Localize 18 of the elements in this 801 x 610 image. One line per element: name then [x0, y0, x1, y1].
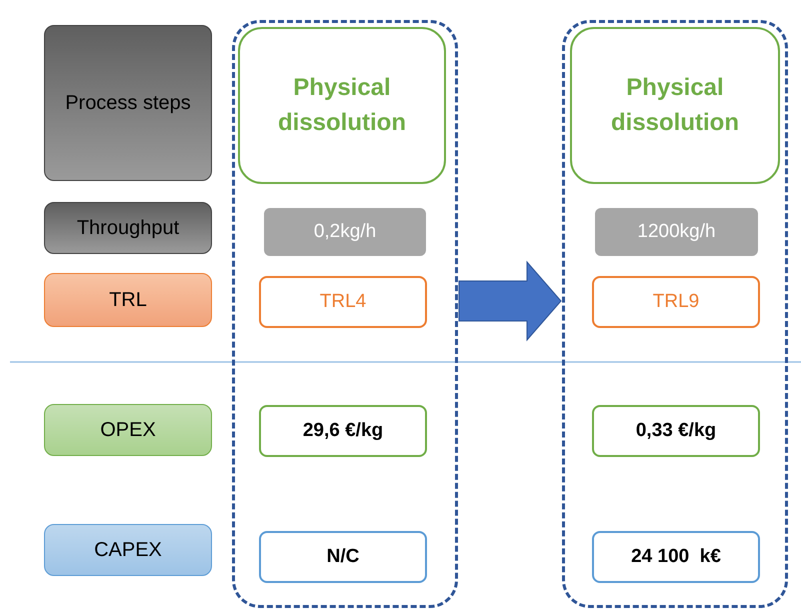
process-box: Physical dissolution: [238, 27, 446, 184]
row-header: CAPEX: [44, 524, 212, 576]
dashed-column-frame: [232, 20, 458, 608]
value-box: 1200kg/h: [595, 208, 758, 256]
value-box: TRL4: [259, 276, 427, 328]
row-header: Process steps: [44, 25, 212, 181]
value-box: 24 100 k€: [592, 531, 760, 583]
row-header: OPEX: [44, 404, 212, 456]
value-box: TRL9: [592, 276, 760, 328]
value-box: 0,2kg/h: [264, 208, 426, 256]
dashed-column-frame: [562, 20, 788, 608]
value-box: 29,6 €/kg: [259, 405, 427, 457]
value-box: 0,33 €/kg: [592, 405, 760, 457]
block-arrow: [458, 260, 562, 342]
row-header: Throughput: [44, 202, 212, 254]
row-header: TRL: [44, 273, 212, 327]
process-box: Physical dissolution: [570, 27, 780, 184]
value-box: N/C: [259, 531, 427, 583]
